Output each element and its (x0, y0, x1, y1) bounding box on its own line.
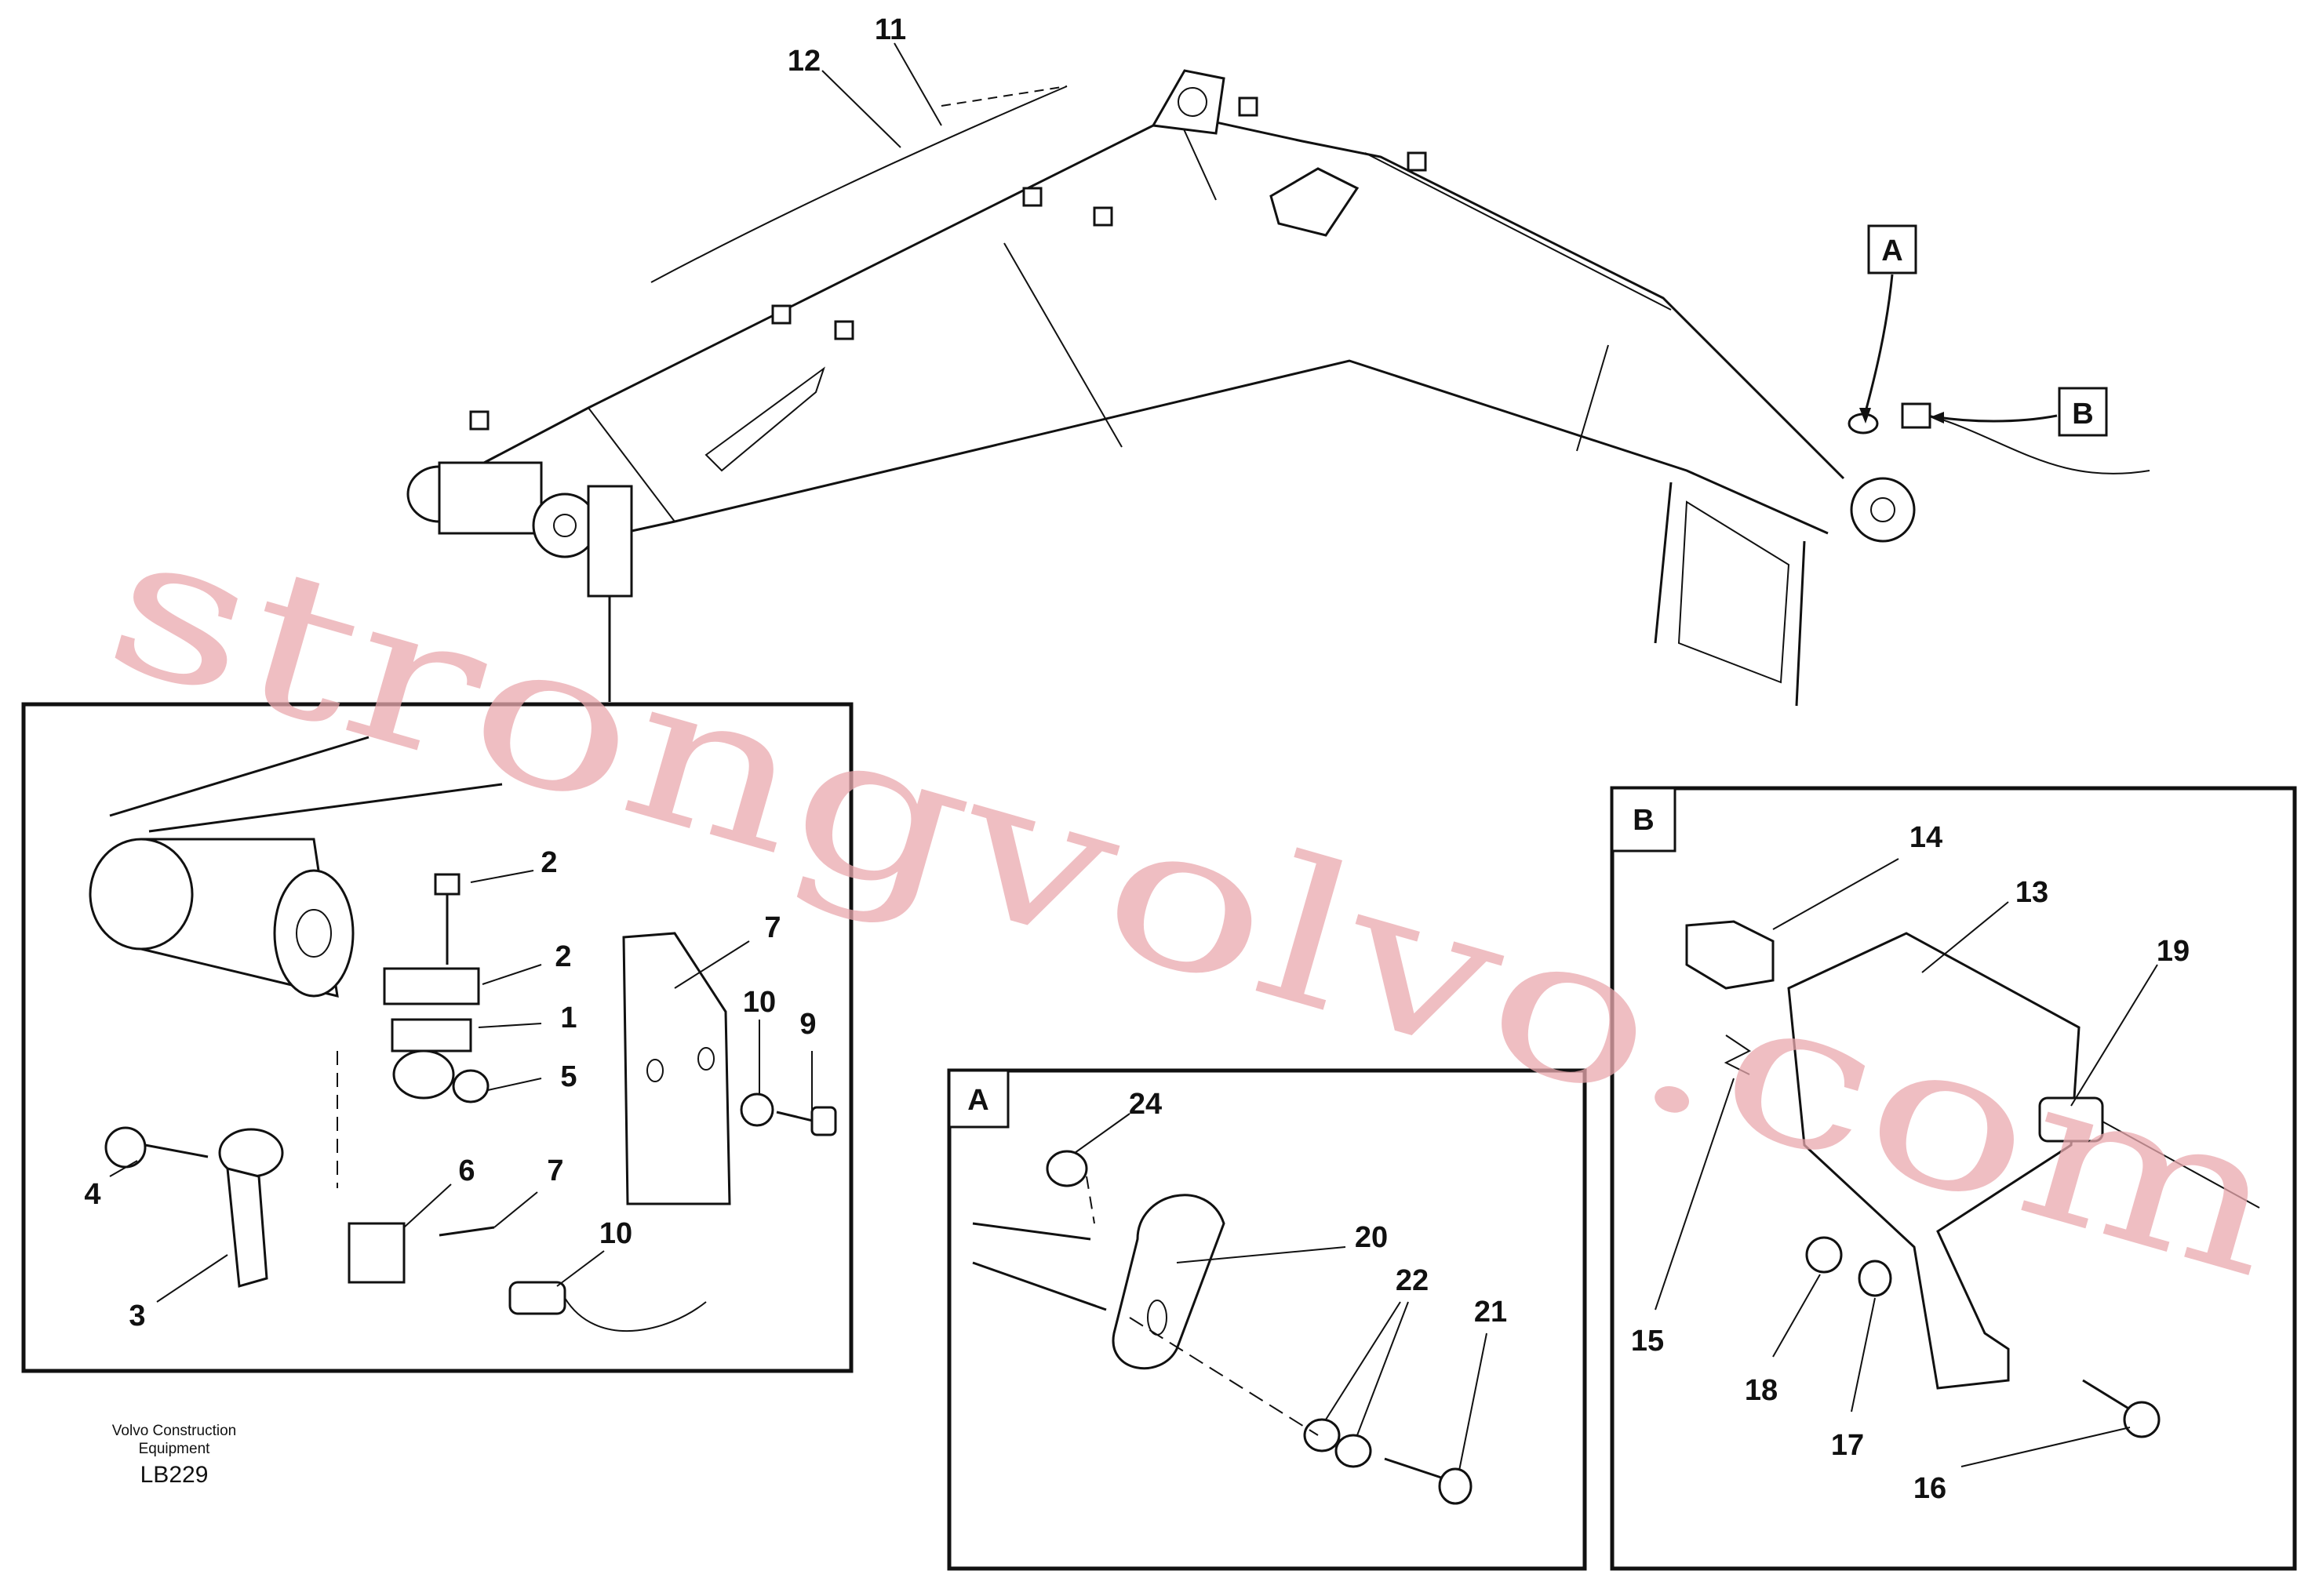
label-9: 9 (799, 1008, 816, 1041)
sensor-bracket (587, 485, 633, 598)
svg-text:B: B (2072, 398, 2093, 431)
top-lug (1151, 69, 1225, 135)
label-6: 6 (458, 1154, 475, 1187)
label-19: 18 (1745, 1374, 1778, 1407)
svg-text:B: B (1633, 804, 1654, 837)
svg-text:A: A (967, 1084, 988, 1117)
label-7: 7 (547, 1154, 563, 1187)
label-8: 7 (764, 911, 781, 944)
label-23: 22 (1396, 1264, 1429, 1297)
label-10: 10 (743, 986, 776, 1019)
label-13: 12 (788, 45, 821, 78)
detail-panel-b: B (1610, 786, 2297, 1571)
boom-head-pivot (1850, 477, 1916, 543)
label-21: 20 (1355, 1221, 1388, 1254)
label-15: 14 (1909, 821, 1942, 854)
label-16: 15 (1631, 1325, 1664, 1358)
part-labels: 12 11 2 2 7 1 10 9 5 4 6 7 3 (84, 13, 2190, 1505)
svg-text:A: A (1881, 234, 1902, 267)
label-22: 21 (1474, 1296, 1507, 1329)
credit-line-2: Equipment (139, 1441, 211, 1457)
label-18: 17 (1831, 1429, 1864, 1462)
label-24: 24 (1129, 1088, 1162, 1121)
detail-panel-left (21, 702, 854, 1373)
label-11: 10 (599, 1217, 632, 1250)
label-4: 4 (84, 1178, 100, 1211)
label-17: 16 (1913, 1472, 1946, 1505)
label-2: 2 (541, 846, 557, 879)
label-1: 1 (560, 1002, 577, 1034)
credit-line-1: Volvo Construction (112, 1423, 236, 1439)
drawing-code: LB229 (140, 1462, 209, 1488)
boom-foot-block (438, 461, 543, 535)
label-5: 5 (560, 1060, 577, 1093)
detail-panel-a: A (947, 1068, 1587, 1571)
junction-box (1269, 167, 1360, 237)
sensor-b-location (1901, 402, 1931, 429)
credit-block: Volvo Construction Equipment LB229 (112, 1423, 236, 1488)
label-2b: 2 (555, 940, 571, 973)
callout-b: B (1930, 387, 2108, 437)
label-12: 11 (875, 13, 906, 46)
label-3: 3 (129, 1300, 145, 1332)
callout-a: A (1859, 224, 1917, 424)
boom-drawing (406, 69, 2150, 707)
label-14: 13 (2015, 876, 2048, 909)
label-20: 19 (2157, 935, 2190, 968)
